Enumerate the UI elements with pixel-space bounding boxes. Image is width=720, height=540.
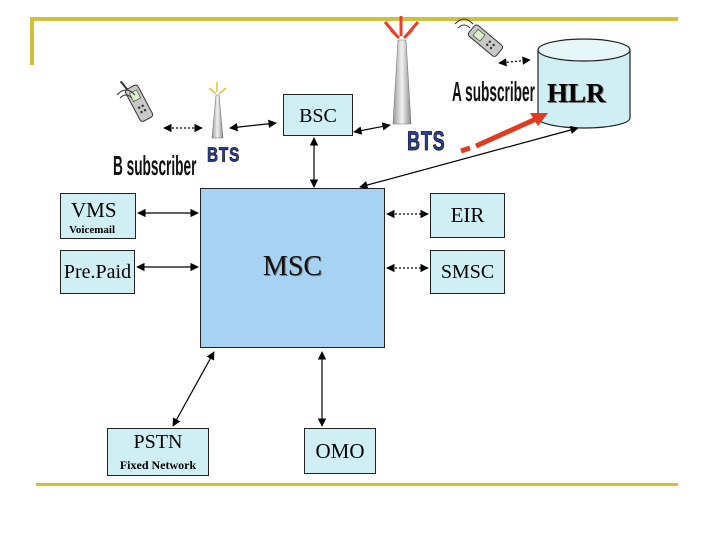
- bsc-node: BSC: [283, 94, 353, 136]
- frame-left-rule: [30, 17, 34, 65]
- hlr-query-arrow: [460, 113, 548, 154]
- pstn-label: PSTN: [133, 431, 183, 453]
- bts-right-label: BTS: [407, 126, 446, 157]
- antenna-tower-icon: [383, 16, 420, 125]
- msc-node: MSC: [200, 188, 385, 348]
- signal-waves-icon: [116, 89, 136, 99]
- mobile-phone-icon: [467, 24, 504, 57]
- omo-node: OMO: [304, 428, 376, 474]
- prepaid-node: Pre.Paid: [60, 250, 135, 294]
- vms-sublabel: Voicemail: [69, 224, 116, 236]
- pstn-sublabel: Fixed Network: [119, 458, 197, 472]
- frame-top-rule: [30, 17, 678, 21]
- database-cylinder-icon: [537, 38, 631, 129]
- bts-left-label: BTS: [207, 143, 241, 167]
- pstn-node: PSTN Fixed Network: [107, 428, 209, 476]
- antenna-tower-icon: [208, 82, 227, 139]
- smsc-node: SMSC: [430, 250, 505, 294]
- b-subscriber-label: B subscriber: [113, 150, 197, 182]
- signal-waves-icon: [454, 18, 474, 29]
- vms-label: VMS: [71, 198, 117, 222]
- mobile-phone-icon: [119, 80, 154, 122]
- hlr-label: HLR: [547, 78, 606, 108]
- vms-node: VMS Voicemail: [60, 193, 136, 239]
- frame-bottom-rule: [36, 483, 678, 486]
- a-subscriber-label: A subscriber: [452, 76, 535, 108]
- msc-label: MSC: [262, 251, 323, 282]
- eir-node: EIR: [430, 193, 505, 238]
